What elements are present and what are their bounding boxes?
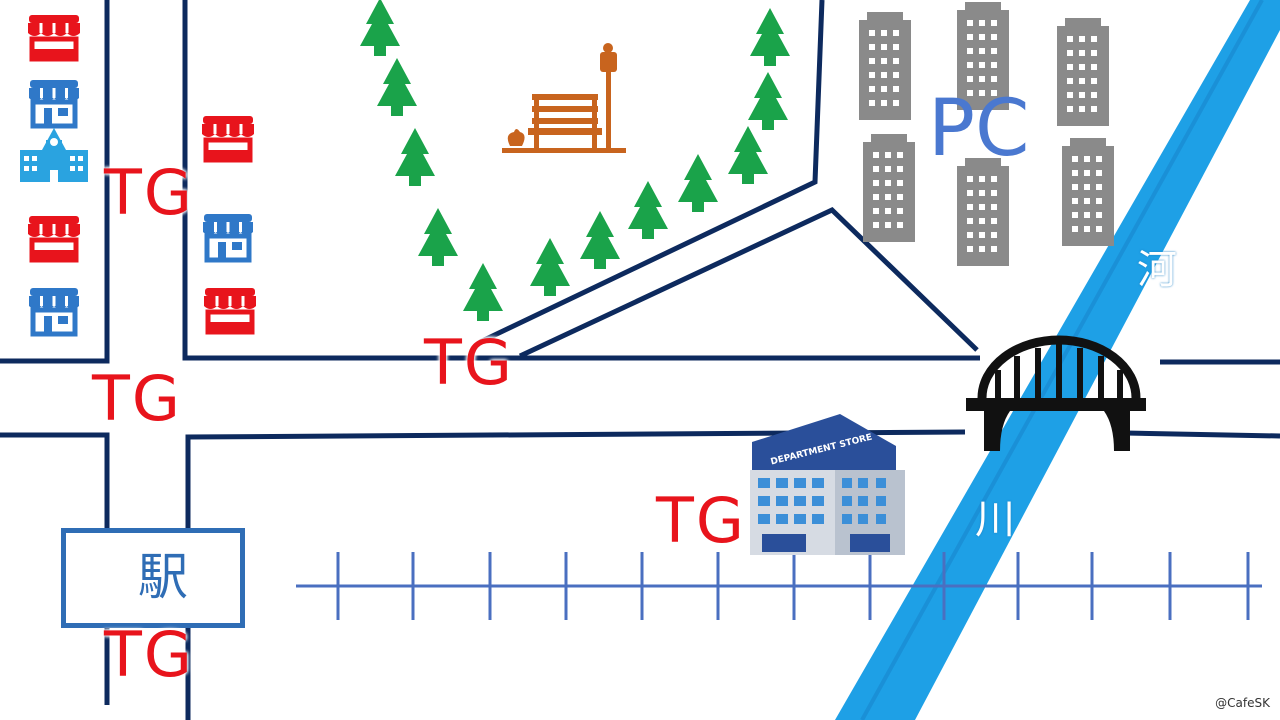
station-sign [61, 528, 245, 628]
office-building-icon [863, 134, 915, 242]
tree-icon [360, 0, 400, 56]
tree-icon [628, 181, 668, 239]
shop-icon [28, 15, 80, 59]
tree-icon [463, 263, 503, 321]
shop-icon [204, 288, 256, 332]
pc-label: PC [928, 84, 1030, 174]
shop-icon [29, 288, 79, 334]
tg-marker-crossing: TG [92, 362, 182, 435]
forest [360, 0, 790, 321]
bridge-icon [966, 335, 1146, 451]
office-building-icon [859, 12, 911, 120]
railway [296, 552, 1262, 620]
shop-icon [202, 116, 254, 160]
river-label-lower: 川 [975, 497, 1015, 543]
tg-marker-department-store: TG [656, 484, 746, 557]
tg-marker-shops: TG [104, 156, 194, 229]
tree-icon [395, 128, 435, 186]
tg-marker-park: TG [424, 326, 514, 399]
office-building-icon [957, 158, 1009, 266]
tree-icon [728, 126, 768, 184]
tree-icon [418, 208, 458, 266]
shop-icon [28, 216, 80, 260]
tg-marker-station: TG [104, 618, 194, 691]
shop-icon [29, 80, 79, 126]
tree-icon [580, 211, 620, 269]
office-building-icon [1057, 18, 1109, 126]
tree-icon [748, 72, 788, 130]
office-building-icon [1062, 138, 1114, 246]
school-icon [20, 128, 88, 182]
tree-icon [678, 154, 718, 212]
river-label-upper: 河 [1137, 247, 1177, 293]
tree-icon [377, 58, 417, 116]
station-label: 駅 [138, 548, 188, 606]
shop-icon [203, 214, 253, 260]
department-store-icon: DEPARTMENT STORE [750, 414, 905, 555]
park-bench-icon [502, 43, 626, 153]
tree-icon [750, 8, 790, 66]
credit-text: @CafeSK [1215, 696, 1270, 710]
tree-icon [530, 238, 570, 296]
